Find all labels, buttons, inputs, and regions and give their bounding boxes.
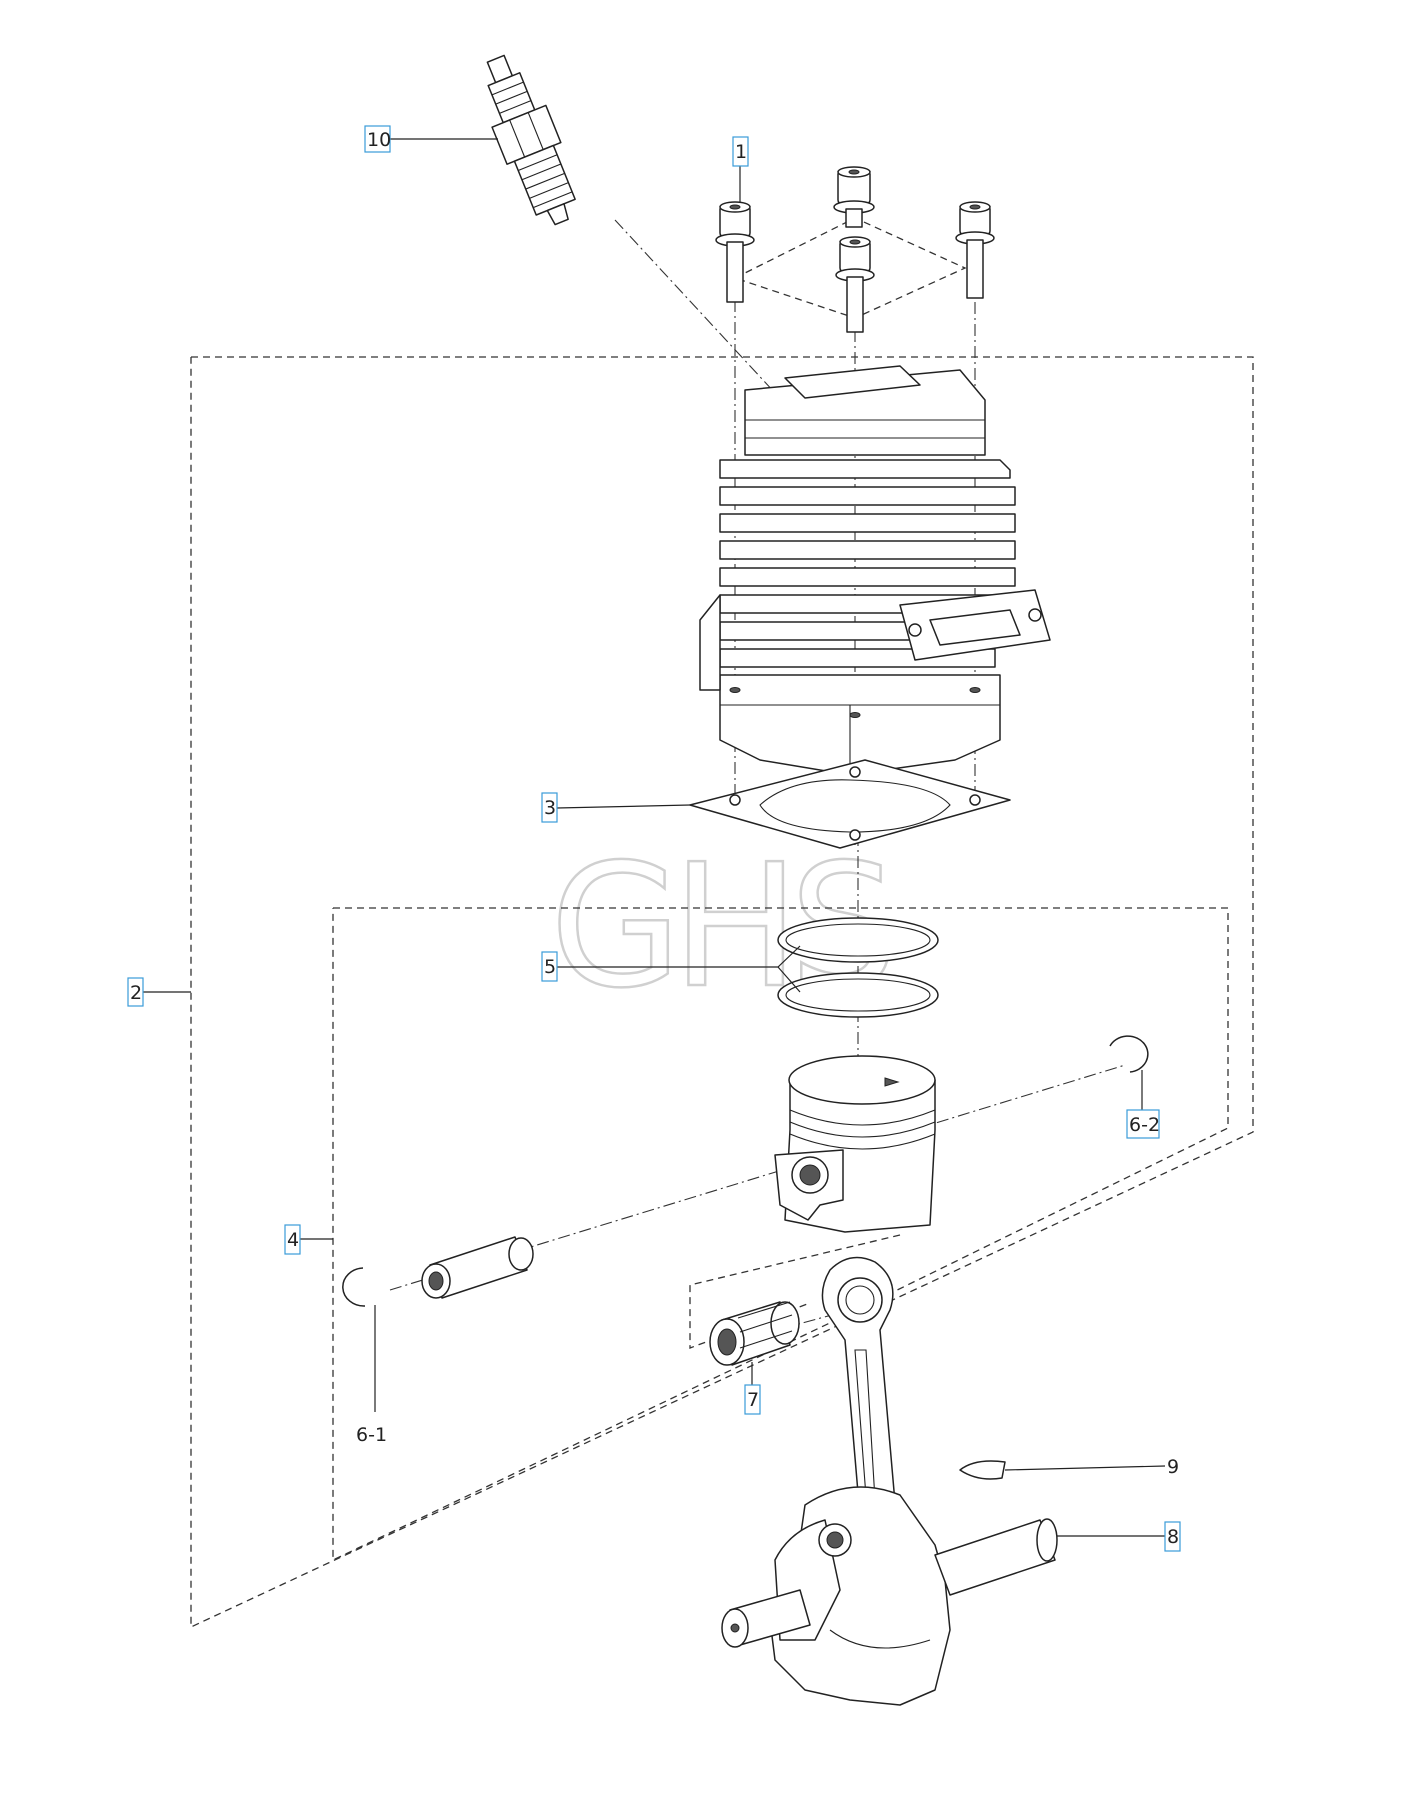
screw-right (955, 201, 995, 299)
bolt-pattern-guide (733, 217, 967, 319)
needle-bearing (709, 1301, 800, 1366)
callout-6-2-label: 6-2 (1129, 1114, 1160, 1136)
callout-6-1[interactable]: 6-1 (356, 1424, 387, 1446)
assembly-2-boundary (190, 356, 1254, 1629)
callout-9[interactable]: 9 (1167, 1456, 1179, 1478)
cylinder-gasket (689, 759, 1011, 849)
assembly-4-boundary (332, 907, 1229, 1562)
callout-1[interactable]: 1 (732, 136, 749, 167)
leader-lines (143, 138, 1166, 1537)
callout-9-label: 9 (1167, 1456, 1179, 1478)
piston-pin (421, 1236, 534, 1299)
circlip-right (1109, 1035, 1149, 1073)
callout-1-label: 1 (735, 141, 747, 163)
callout-3-label: 3 (544, 797, 556, 819)
spark-plug (486, 54, 576, 226)
cylinder (699, 365, 1051, 776)
screw-left (715, 201, 755, 303)
callout-6-2[interactable]: 6-2 (1126, 1109, 1160, 1139)
piston-rings (777, 917, 939, 1018)
callout-6-1-label: 6-1 (356, 1424, 387, 1446)
leader-5b (777, 966, 801, 993)
callout-3[interactable]: 3 (541, 792, 558, 823)
callout-8-label: 8 (1167, 1526, 1179, 1548)
piston-pin-axis (389, 1061, 1136, 1291)
screw-center-back (833, 166, 875, 228)
spark-plug-axis (614, 219, 801, 421)
callout-4[interactable]: 4 (284, 1224, 301, 1255)
callout-4-label: 4 (287, 1229, 299, 1251)
callout-5[interactable]: 5 (541, 951, 558, 982)
woodruff-key (959, 1460, 1006, 1480)
callout-7-label: 7 (747, 1389, 759, 1411)
crankshaft (721, 1486, 1058, 1706)
callout-5-label: 5 (544, 956, 556, 978)
callout-10-label: 10 (367, 129, 391, 151)
callout-10[interactable]: 10 (364, 125, 391, 153)
leader-9 (1004, 1465, 1166, 1471)
callout-2-label: 2 (130, 982, 142, 1004)
leader-3 (556, 804, 691, 809)
piston (774, 1055, 936, 1233)
cylinder-screws (715, 166, 995, 333)
callout-2[interactable]: 2 (127, 977, 144, 1007)
screw-center-front (835, 236, 875, 333)
callout-7[interactable]: 7 (744, 1384, 761, 1415)
callout-8[interactable]: 8 (1164, 1521, 1181, 1552)
circlip-left (342, 1267, 366, 1307)
